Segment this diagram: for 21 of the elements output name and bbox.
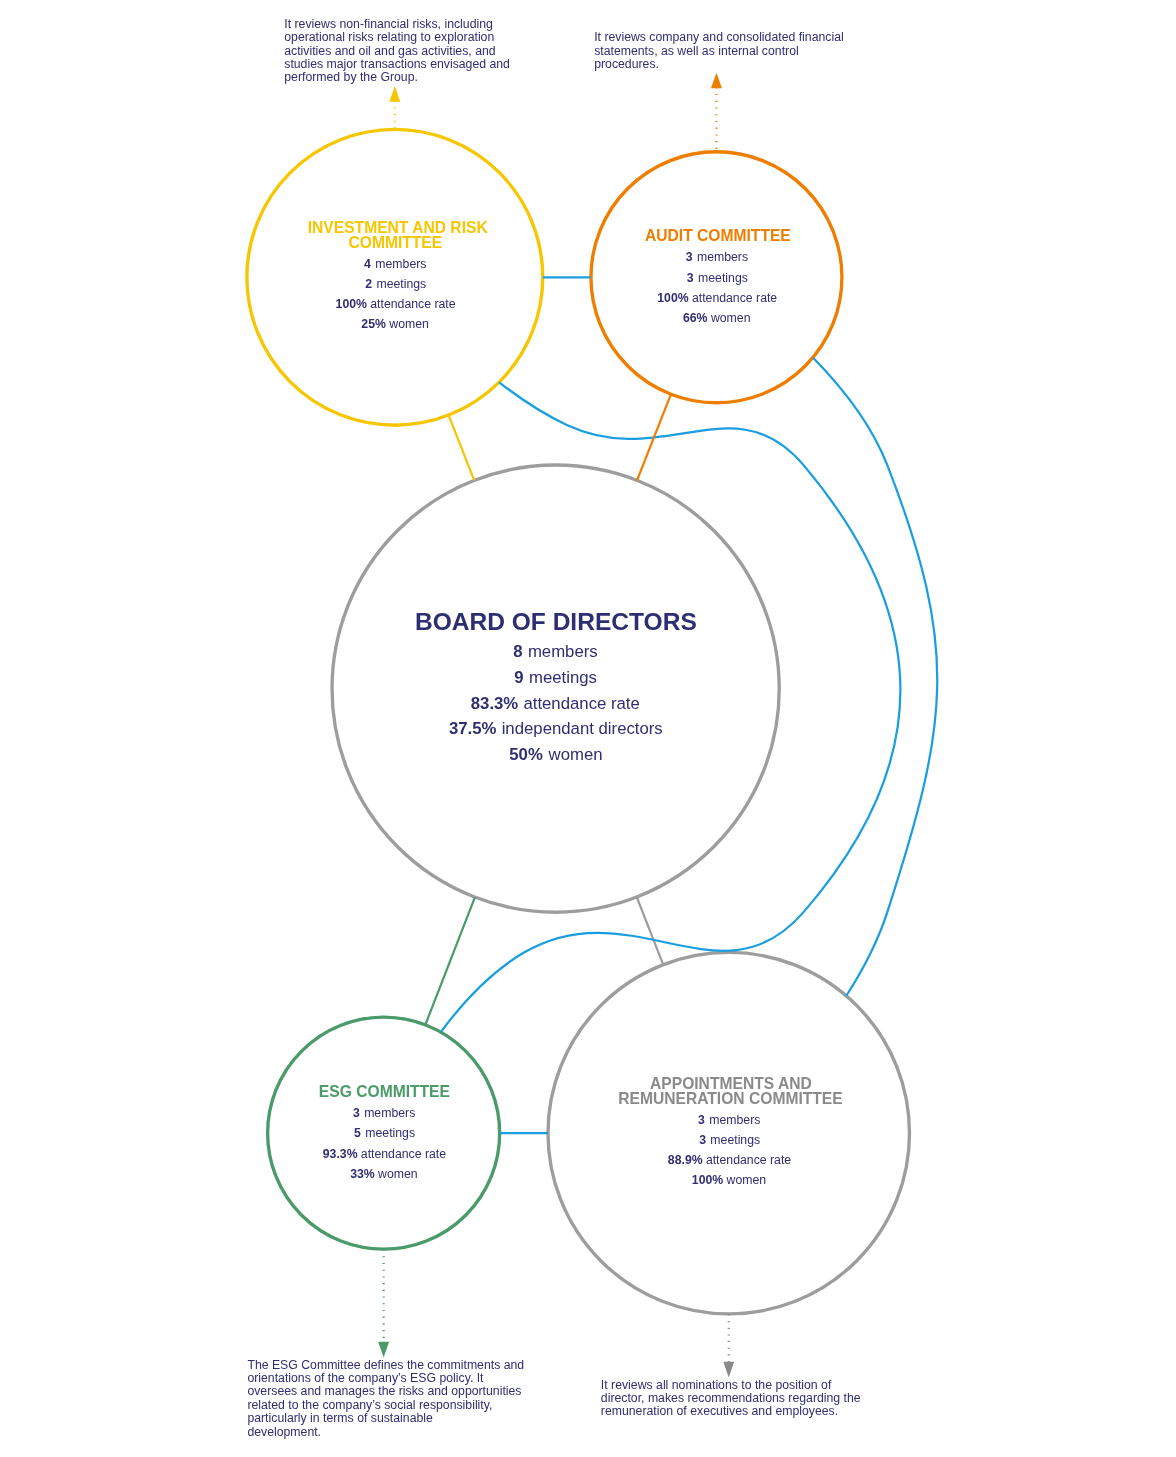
node-circle: BOARD OF DIRECTORS 8 members 9 meetings 83.3% attendance rate 37.5% independant directors 50% women bbox=[330, 463, 781, 914]
connector bbox=[542, 276, 591, 279]
connector bbox=[635, 896, 665, 965]
arrow bbox=[710, 72, 722, 152]
node-circle: INVESTMENT AND RISK COMMITTEE 4 members 2 meetings 100% attendance rate 25% women bbox=[245, 127, 545, 427]
connector bbox=[447, 414, 476, 481]
node-circle: AUDIT COMMITTEE 3 members 3 meetings 100% attendance rate 66% women bbox=[589, 150, 844, 405]
node-circle: APPOINTMENTS AND REMUNERATION COMMITTEE 3 members 3 meetings 88.9% attendance rate 100% women bbox=[546, 950, 912, 1316]
connector bbox=[440, 381, 902, 1033]
arrow bbox=[378, 1249, 390, 1358]
node-text: It reviews all nominations to the position of director, makes recommendations regarding the remuneration of executives and employees. bbox=[600, 1377, 861, 1419]
connector bbox=[499, 1132, 548, 1135]
connector bbox=[424, 896, 476, 1026]
arrow bbox=[389, 86, 401, 130]
connector bbox=[812, 356, 939, 997]
node-text: The ESG Committee defines the commitments and orientations of the company’s ESG policy. It oversees and manages the risks and opportunities related to the company’s social responsibility, particularly in terms of sustainable development. bbox=[247, 1357, 525, 1439]
node-text: It reviews company and consolidated financial statements, as well as internal control procedures. bbox=[594, 30, 844, 71]
connector bbox=[636, 394, 672, 481]
node-circle: ESG COMMITTEE 3 members 5 meetings 93.3% attendance rate 33% women bbox=[265, 1015, 502, 1251]
arrow bbox=[723, 1314, 735, 1378]
node-text: It reviews non-financial risks, including operational risks relating to exploration activities and oil and gas activities, and studies major transactions envisaged and performed by the Group. bbox=[284, 16, 510, 85]
